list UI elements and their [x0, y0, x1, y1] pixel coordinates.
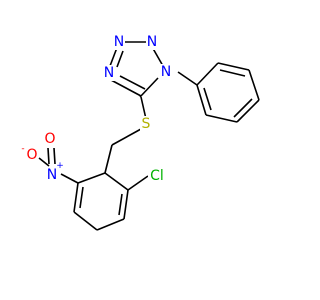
bond-n-phenyl: [177, 71, 198, 86]
label-n2: N: [147, 34, 157, 50]
bond-ph-5: [205, 114, 238, 123]
bond-bz-3: [96, 218, 125, 231]
label-o-charge: -: [21, 144, 24, 154]
tetrazole-ring: [109, 41, 164, 98]
bond-bz-6: [77, 172, 106, 184]
label-s: S: [142, 116, 151, 132]
atom-cl: Cl: [148, 168, 166, 184]
label-n3: N: [161, 64, 171, 80]
bond-n3-c5: [139, 77, 159, 98]
bond-bz-4: [73, 211, 98, 231]
bond-aryl-nitro: [60, 173, 79, 184]
atom-o-double: O: [44, 131, 56, 147]
atom-n-right: N: [160, 64, 172, 80]
atom-n-top-right: N: [146, 34, 158, 50]
atom-n-top-left: N: [113, 34, 125, 50]
benzene-ring: [73, 172, 129, 231]
bond-c5-s: [140, 96, 147, 120]
bond-ph-2: [217, 62, 250, 71]
bond-n-o-double-b: [47, 147, 50, 165]
bond-bz-1: [104, 172, 129, 191]
label-n-nitro: N: [47, 167, 57, 183]
phenyl-ring: [177, 62, 260, 123]
bond-ph-1: [196, 62, 219, 86]
bond-ph-6-double: [203, 87, 212, 111]
atom-s: S: [140, 116, 152, 132]
bond-ph-2-double: [219, 69, 246, 77]
bond-bz-2: [123, 189, 129, 220]
atom-o-minus: O -: [21, 144, 38, 163]
bond-n4-n1-double: [116, 50, 124, 68]
bond-aryl-cl: [127, 175, 149, 191]
label-cl: Cl: [150, 168, 164, 184]
bond-c5-n4: [110, 79, 142, 97]
bond-ph-6: [196, 84, 207, 116]
bond-s-ch2: [111, 128, 142, 146]
bond-n-ominus: [38, 157, 50, 167]
bond-bz-5-double: [79, 186, 84, 209]
bond-n-o-double-a: [53, 147, 56, 165]
bond-bz-2-double: [118, 193, 123, 216]
structure-drawing: N N N N S Cl N + O - O: [21, 34, 260, 231]
bond-ph-4-double: [233, 98, 253, 118]
atom-n-left: N: [103, 65, 115, 81]
molecule-diagram: N N N N S Cl N + O - O: [21, 34, 260, 231]
bond-ph-3: [248, 69, 260, 101]
atom-n-nitro: N +: [46, 161, 64, 183]
bond-c5-n4-double: [119, 75, 146, 90]
label-n1: N: [114, 34, 124, 50]
bond-ch2-aryl: [104, 144, 113, 174]
label-n4: N: [104, 65, 114, 81]
label-o-double: O: [44, 131, 55, 147]
label-n-charge: +: [56, 161, 64, 171]
bond-ph-4: [236, 99, 260, 123]
bond-bz-5: [73, 182, 79, 213]
label-o-minus: O: [26, 147, 37, 163]
